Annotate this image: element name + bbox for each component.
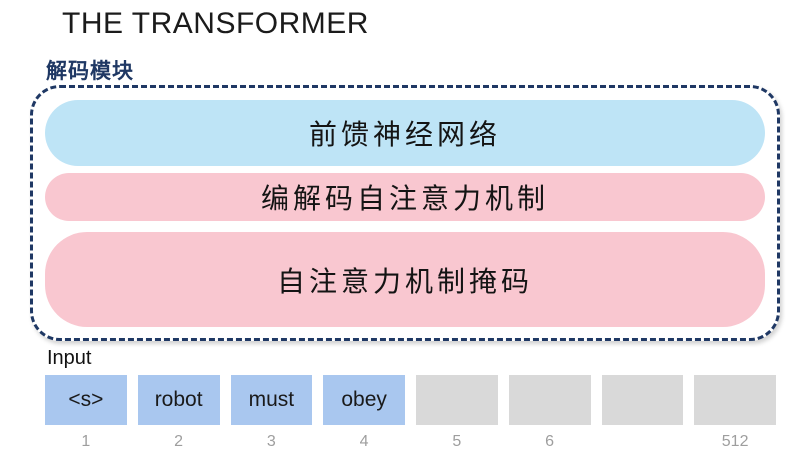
- token-index: 3: [266, 433, 276, 450]
- token-index: 4: [359, 433, 369, 450]
- token-index: 2: [174, 433, 184, 450]
- encoder-decoder-attention-block: 编解码自注意力机制: [45, 173, 765, 221]
- token-cell-empty: [694, 375, 776, 425]
- token-index-row: 1 2 3 4 5 6 512: [45, 431, 776, 453]
- feed-forward-block: 前馈神经网络: [45, 100, 765, 166]
- token-index: 512: [721, 433, 749, 450]
- token-index: [602, 431, 684, 453]
- token-cell-empty: [416, 375, 498, 425]
- token-index: 6: [545, 433, 555, 450]
- masked-self-attention-block: 自注意力机制掩码: [45, 232, 765, 327]
- token-cell: must: [230, 375, 313, 425]
- input-label: Input: [47, 347, 92, 369]
- token-cell: obey: [323, 375, 405, 425]
- token-index: 1: [81, 433, 91, 450]
- token-cell-empty: [508, 375, 591, 425]
- token-cell: <s>: [45, 375, 127, 425]
- token-cell-empty: [601, 375, 684, 425]
- token-index: 5: [452, 433, 462, 450]
- page-title: THE TRANSFORMER: [62, 7, 369, 40]
- decoder-module-box: 前馈神经网络 编解码自注意力机制 自注意力机制掩码: [30, 85, 780, 341]
- decoder-module-label: 解码模块: [46, 58, 134, 83]
- token-cell: robot: [137, 375, 220, 425]
